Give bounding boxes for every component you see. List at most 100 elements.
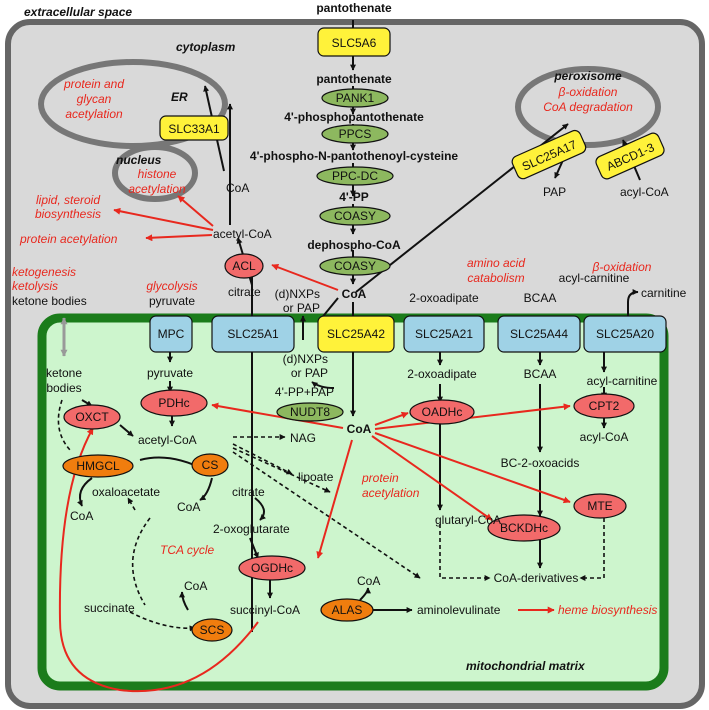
red-coa-to-oadhc xyxy=(374,411,409,426)
succinylcoa: succinyl-CoA xyxy=(230,603,300,617)
extracellular-label: extracellular space xyxy=(24,5,132,19)
dashed-oxaloacetate-cycle xyxy=(131,517,151,606)
coasy-label-2: COASY xyxy=(334,259,376,273)
bckdhc-enzyme xyxy=(487,514,561,542)
beta-oxidation-mito: β-oxidation xyxy=(592,260,652,274)
cs-label: CS xyxy=(202,458,219,472)
pdhc-label: PDHc xyxy=(158,396,189,410)
lipid-biosynthesis-1: lipid, steroid xyxy=(36,193,100,207)
acylcoa-perox: acyl-CoA xyxy=(620,185,669,199)
amino-acid-catabolism-2: catabolism xyxy=(467,271,524,285)
red-acetylcoa-to-histone xyxy=(177,195,214,227)
slc25a1-transporter xyxy=(211,315,295,353)
peroxisome-process-1: β-oxidation xyxy=(558,85,618,99)
pyruvate-mito: pyruvate xyxy=(147,366,193,380)
pdhc-enzyme xyxy=(140,389,208,417)
dashed-to-oxaloacetate xyxy=(127,497,136,511)
oadhc-label: OADHc xyxy=(422,405,463,419)
ogdhc-enzyme xyxy=(238,555,306,581)
nxps-mito-1: (d)NXPs xyxy=(283,352,328,366)
slc25a20-label: SLC25A20 xyxy=(596,327,654,341)
slc33a1-transporter xyxy=(159,115,229,141)
acetylcoa-cyto: acetyl-CoA xyxy=(213,227,272,241)
slc33a1-label: SLC33A1 xyxy=(168,122,220,136)
nxps-cyto-2: or PAP xyxy=(283,301,320,315)
red-succinylcoa-loop xyxy=(58,427,259,693)
red-coa-to-cpt2 xyxy=(374,403,571,430)
alas-enzyme xyxy=(320,598,374,622)
slc25a44-transporter xyxy=(497,315,581,353)
nucleus-process-2: acetylation xyxy=(128,182,186,196)
protein-acetylation-cyto: protein acetylation xyxy=(19,232,118,246)
alas-label: ALAS xyxy=(332,603,363,617)
ppcs-enzyme xyxy=(321,124,389,144)
protein-acetylation-mito-1: protein xyxy=(361,471,399,485)
pap-perox: PAP xyxy=(543,185,566,199)
acylcarnitine-mito: acyl-carnitine xyxy=(587,374,658,388)
scs-label: SCS xyxy=(200,623,225,637)
red-coa-to-acl xyxy=(271,263,339,291)
coa-mito: CoA xyxy=(347,422,372,436)
dashed-succinate-cycle xyxy=(129,611,196,632)
citrate-mito: citrate xyxy=(232,485,265,499)
phosphopantothenate: 4'-phosphopantothenate xyxy=(284,110,424,124)
citrate-cyto: citrate xyxy=(228,285,261,299)
coasy-label-1: COASY xyxy=(334,209,376,223)
coa-hmgcl: CoA xyxy=(70,509,93,523)
oxoadipate-mito: 2-oxoadipate xyxy=(407,367,477,381)
red-coa-to-pdhc xyxy=(211,402,344,429)
dashed-acetylcoa-to-derivatives xyxy=(232,451,421,579)
nxps-cyto-1: (d)NXPs xyxy=(275,287,320,301)
bcaa-cyto: BCAA xyxy=(524,291,557,305)
mte-label: MTE xyxy=(587,499,612,513)
slc25a21-transporter xyxy=(403,315,485,353)
acl-label: ACL xyxy=(232,259,256,273)
scs-enzyme xyxy=(191,618,233,642)
cpt2-label: CPT2 xyxy=(589,399,620,413)
ppcs-label: PPCS xyxy=(339,127,372,141)
oxaloacetate: oxaloacetate xyxy=(92,485,160,499)
pank1-enzyme xyxy=(321,88,389,108)
arrow-carnitine-export xyxy=(627,289,639,330)
coa-cs: CoA xyxy=(177,500,200,514)
pantothenate-outside: pantothenate xyxy=(316,1,392,15)
arrow-scs-coa xyxy=(179,591,189,611)
er-process-2: glycan xyxy=(77,92,112,106)
amino-acid-catabolism-1: amino acid xyxy=(467,256,525,270)
nudt8-label: NUDT8 xyxy=(290,405,330,419)
nucleus-label: nucleus xyxy=(116,153,162,167)
er-process-1: protein and xyxy=(63,77,124,91)
arrow-oxoglutarate-to-ogdhc xyxy=(249,537,259,559)
ppcdc-label: PPC-DC xyxy=(332,169,378,183)
arrow-oxct-to-acetylcoa xyxy=(119,424,134,437)
coa-cyto: CoA xyxy=(342,287,367,301)
hmgcl-enzyme xyxy=(62,454,134,478)
dephospho-coa: dephospho-CoA xyxy=(307,238,401,252)
mpc-transporter xyxy=(149,315,193,353)
er-membrane xyxy=(38,59,228,149)
lipid-biosynthesis-2: biosynthesis xyxy=(35,207,101,221)
coasy-enzyme-2 xyxy=(319,256,391,276)
slc25a42-transporter xyxy=(317,315,395,353)
acetylcoa-mito: acetyl-CoA xyxy=(138,433,197,447)
coasy-enzyme-1 xyxy=(319,206,391,226)
abcd-transporter xyxy=(595,132,665,180)
nag: NAG xyxy=(290,431,316,445)
arrow-hmgcl-to-coa xyxy=(77,477,93,507)
carnitine: carnitine xyxy=(641,286,687,300)
acylcoa-mito: acyl-CoA xyxy=(580,430,629,444)
phosphopantetheine: 4'-PP xyxy=(339,190,369,204)
coa-er: CoA xyxy=(226,181,249,195)
ogdhc-label: OGDHc xyxy=(251,561,293,575)
succinate: succinate xyxy=(84,601,135,615)
aminolevulinate: aminolevulinate xyxy=(417,603,501,617)
slc5a6-transporter xyxy=(317,27,391,57)
cs-enzyme xyxy=(191,453,229,477)
cpt2-enzyme xyxy=(573,393,635,419)
slc25a42-label: SLC25A42 xyxy=(327,327,385,341)
oadhc-enzyme xyxy=(409,399,475,425)
matrix-label: mitochondrial matrix xyxy=(466,659,586,673)
pank1-label: PANK1 xyxy=(336,91,375,105)
phosphopantothenoyl-cysteine: 4'-phospho-N-pantothenoyl-cysteine xyxy=(250,149,459,163)
er-process-3: acetylation xyxy=(65,107,123,121)
